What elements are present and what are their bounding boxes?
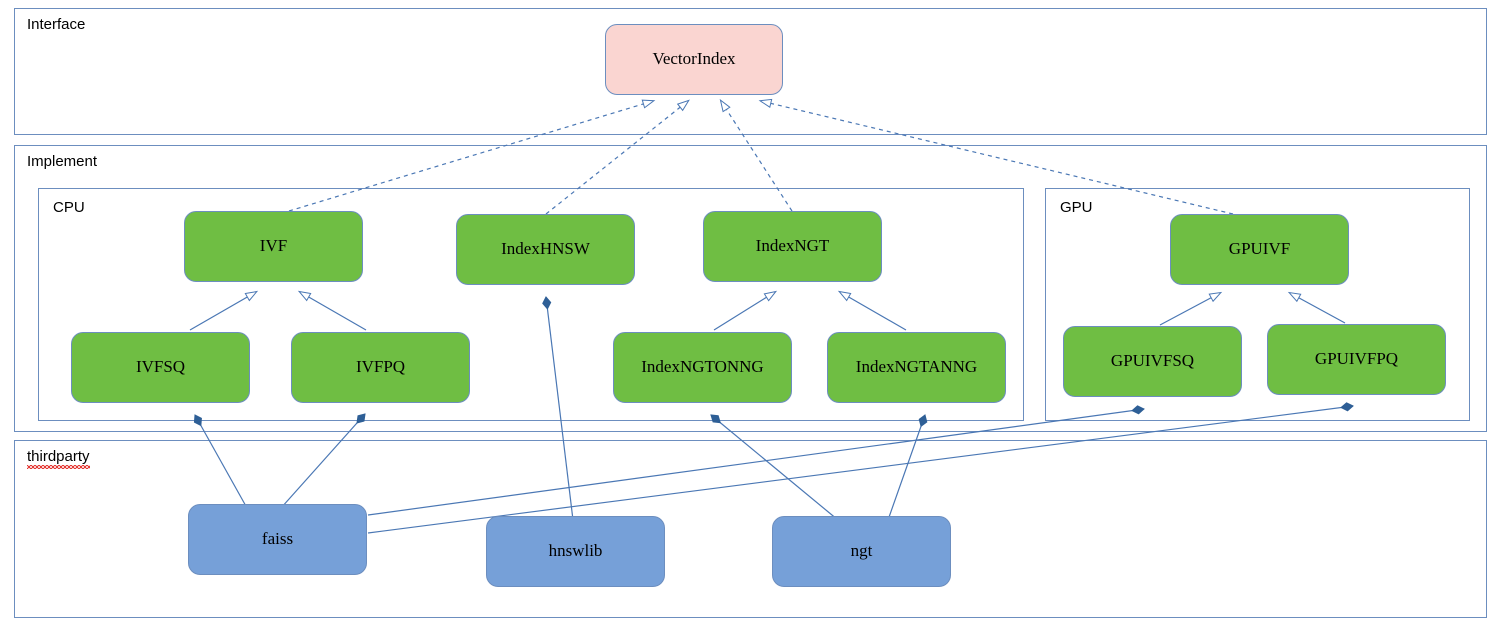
node-ngt[interactable]: ngt [772, 516, 951, 587]
node-indexngt[interactable]: IndexNGT [703, 211, 882, 282]
edge-realization-group [288, 98, 1234, 215]
node-faiss-label: faiss [261, 529, 294, 549]
node-indexhnsw[interactable]: IndexHNSW [456, 214, 635, 285]
node-indexngtonng-label: IndexNGTONNG [641, 357, 764, 377]
edge-ivf-vectorindex [288, 99, 656, 212]
node-ivfsq[interactable]: IVFSQ [71, 332, 250, 403]
node-faiss[interactable]: faiss [188, 504, 367, 575]
node-ngt-label: ngt [850, 541, 873, 561]
node-gpuivf[interactable]: GPUIVF [1170, 214, 1349, 285]
node-vectorindex[interactable]: VectorIndex [605, 24, 783, 95]
edge-indexngtonng-indexngt [713, 290, 778, 331]
group-cpu-label: CPU [53, 199, 85, 216]
node-ivfpq-label: IVFPQ [355, 357, 406, 377]
node-gpuivf-label: GPUIVF [1228, 239, 1291, 259]
edge-gpuivfpq-gpuivf [1287, 291, 1346, 324]
node-gpuivfsq-label: GPUIVFSQ [1110, 351, 1195, 371]
edge-indexngt-vectorindex [719, 98, 793, 212]
group-thirdparty: thirdparty [14, 440, 1487, 618]
node-indexngt-label: IndexNGT [755, 236, 830, 256]
node-ivfsq-label: IVFSQ [135, 357, 186, 377]
node-vectorindex-label: VectorIndex [652, 49, 736, 69]
group-interface: Interface [14, 8, 1487, 135]
node-indexngtonng[interactable]: IndexNGTONNG [613, 332, 792, 403]
node-ivfpq[interactable]: IVFPQ [291, 332, 470, 403]
edge-faiss-ivfpq [280, 413, 366, 509]
edge-faiss-ivfsq [193, 414, 248, 509]
edge-generalization-group [189, 290, 1346, 331]
edge-faiss-gpuivfpq [367, 402, 1354, 534]
node-hnswlib-label: hnswlib [548, 541, 603, 561]
group-implement-label: Implement [27, 153, 98, 170]
edge-hnswlib-indexhnsw [542, 296, 574, 521]
edge-ivfpq-ivf [297, 290, 367, 331]
edge-indexhnsw-vectorindex [545, 99, 690, 215]
edge-gpuivfsq-gpuivf [1159, 291, 1223, 326]
edge-gpuivf-vectorindex [758, 98, 1234, 215]
group-interface-label: Interface [27, 16, 86, 33]
node-gpuivfsq[interactable]: GPUIVFSQ [1063, 326, 1242, 397]
edge-ivfsq-ivf [189, 290, 259, 331]
node-gpuivfpq[interactable]: GPUIVFPQ [1267, 324, 1446, 395]
edge-ngt-indexngtonng [710, 414, 839, 521]
group-gpu: GPU [1045, 188, 1470, 421]
node-indexngtanng-label: IndexNGTANNG [855, 357, 978, 377]
group-thirdparty-label: thirdparty [27, 448, 90, 469]
group-cpu: CPU [38, 188, 1024, 421]
node-hnswlib[interactable]: hnswlib [486, 516, 665, 587]
group-thirdparty-label-text: thirdparty [27, 448, 90, 469]
node-gpuivfpq-label: GPUIVFPQ [1314, 349, 1399, 369]
node-indexngtanng[interactable]: IndexNGTANNG [827, 332, 1006, 403]
group-implement: Implement [14, 145, 1487, 432]
edge-composition-group [193, 296, 1354, 534]
node-ivf-label: IVF [259, 236, 288, 256]
edge-ngt-indexngtanng [887, 414, 928, 521]
edge-indexngtanng-indexngt [837, 290, 907, 331]
edge-faiss-gpuivfsq [367, 405, 1145, 516]
node-indexhnsw-label: IndexHNSW [501, 239, 590, 259]
group-gpu-label: GPU [1060, 199, 1093, 216]
node-ivf[interactable]: IVF [184, 211, 363, 282]
